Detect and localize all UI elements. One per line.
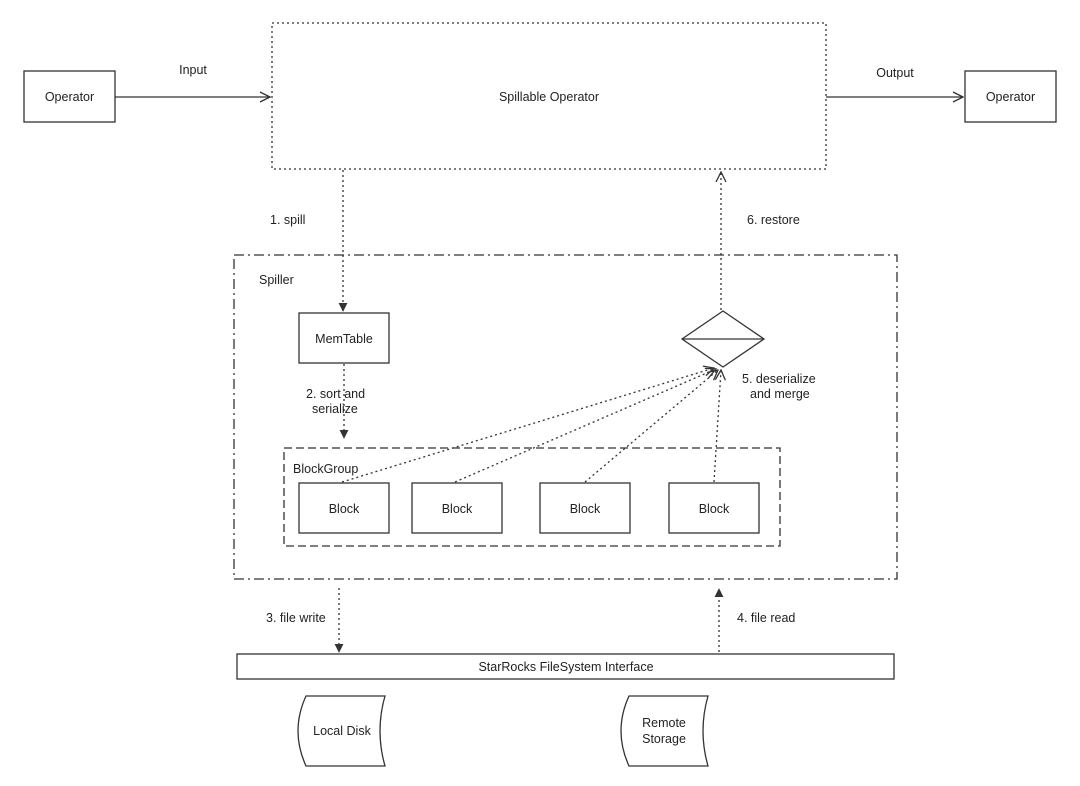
- block-node-4: Block: [668, 482, 760, 534]
- local-disk-shape: [297, 695, 386, 767]
- sort-serialize-label-line1: 2. sort and: [306, 387, 365, 401]
- blockgroup-container: BlockGroup: [283, 447, 781, 547]
- remote-storage-label-line2: Storage: [642, 732, 686, 746]
- operator-right-label: Operator: [986, 90, 1035, 104]
- spill-edge-label: 1. spill: [270, 213, 305, 227]
- local-disk-node: Local Disk: [297, 695, 386, 767]
- spillable-operator-node: Spillable Operator: [271, 22, 827, 170]
- restore-edge: 6. restore: [721, 172, 800, 310]
- remote-storage-node: Remote Storage: [620, 695, 709, 767]
- merge-edge-block-3: [584, 370, 718, 483]
- block-label-1: Block: [329, 502, 360, 516]
- blockgroup-label: BlockGroup: [293, 462, 358, 476]
- remote-storage-shape: [620, 695, 709, 767]
- filesystem-interface-node: StarRocks FileSystem Interface: [236, 653, 895, 680]
- spill-edge: 1. spill: [270, 170, 348, 312]
- block-node-3: Block: [539, 482, 631, 534]
- file-read-edge: 4. file read: [714, 588, 795, 652]
- operator-right-node: Operator: [964, 70, 1057, 123]
- spiller-label: Spiller: [259, 273, 294, 287]
- memtable-label: MemTable: [315, 332, 373, 346]
- merge-edge-block-1: [341, 368, 714, 483]
- file-read-label: 4. file read: [737, 611, 795, 625]
- file-write-edge: 3. file write: [266, 588, 344, 653]
- input-edge: Input: [115, 63, 270, 97]
- sort-serialize-edge: 2. sort and serialize: [306, 364, 365, 439]
- block-label-4: Block: [699, 502, 730, 516]
- restore-edge-label: 6. restore: [747, 213, 800, 227]
- local-disk-label: Local Disk: [313, 724, 371, 738]
- merge-edge-block-2: [454, 369, 716, 483]
- merge-edge-label-line2: and merge: [750, 387, 810, 401]
- output-edge-label: Output: [876, 66, 914, 80]
- block-node-1: Block: [298, 482, 390, 534]
- block-label-3: Block: [570, 502, 601, 516]
- merge-edges: 5. deserialize and merge: [341, 368, 816, 483]
- output-edge: Output: [826, 66, 963, 97]
- spillable-operator-label: Spillable Operator: [499, 90, 599, 104]
- filesystem-interface-label: StarRocks FileSystem Interface: [478, 660, 653, 674]
- merge-edge-block-4: [713, 370, 721, 483]
- file-write-label: 3. file write: [266, 611, 326, 625]
- sort-serialize-label-line2: serialize: [312, 402, 358, 416]
- operator-left-label: Operator: [45, 90, 94, 104]
- spiller-container: Spiller: [233, 254, 898, 580]
- remote-storage-label-line1: Remote: [642, 716, 686, 730]
- input-edge-label: Input: [179, 63, 207, 77]
- memtable-node: MemTable: [298, 312, 390, 364]
- merge-edge-label-line1: 5. deserialize: [742, 372, 816, 386]
- operator-left-node: Operator: [23, 70, 116, 123]
- block-label-2: Block: [442, 502, 473, 516]
- merge-node: [680, 310, 766, 368]
- block-node-2: Block: [411, 482, 503, 534]
